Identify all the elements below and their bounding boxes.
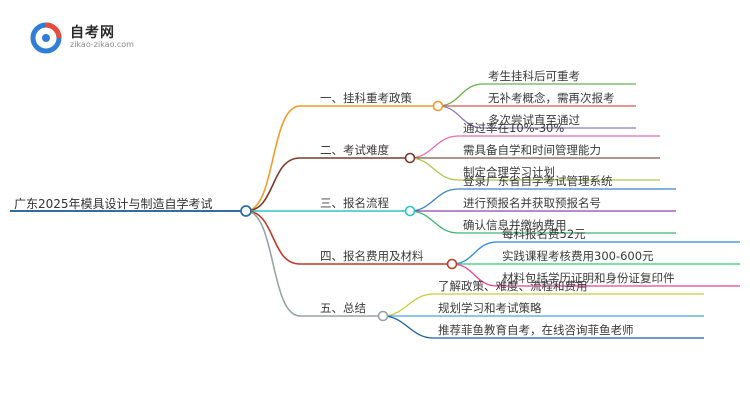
item-connector <box>409 157 459 181</box>
root-node-circle <box>240 205 252 217</box>
leaf-item-label[interactable]: 通过率在10%-30% <box>463 121 565 135</box>
site-logo[interactable]: 自考网 zikao-zikao.com <box>30 20 150 56</box>
leaf-item-label[interactable]: 每科报名费52元 <box>502 227 586 241</box>
item-connector <box>382 293 434 317</box>
leaf-item-label[interactable]: 推荐菲鱼教育自考，在线咨询菲鱼老师 <box>438 323 634 337</box>
item-connector <box>451 241 498 265</box>
logo-subtitle: zikao-zikao.com <box>70 40 134 49</box>
branch-label[interactable]: 四、报名费用及材料 <box>320 249 424 263</box>
leaf-item-label[interactable]: 制定合理学习计划 <box>463 165 555 179</box>
item-connector <box>409 188 459 212</box>
leaf-item-label[interactable]: 材料包括学历证明和身份证复印件 <box>502 271 675 285</box>
branch-node-circle <box>432 100 444 112</box>
branch-connector <box>245 157 301 212</box>
leaf-item-label[interactable]: 考生挂科后可重考 <box>488 69 580 83</box>
root-node-label[interactable]: 广东2025年模具设计与制造自学考试 <box>14 197 213 211</box>
branch-connector <box>245 105 301 212</box>
leaf-item-label[interactable]: 了解政策、难度、流程和费用 <box>438 279 588 293</box>
leaf-item-label[interactable]: 登录广东省自学考试管理系统 <box>463 174 613 188</box>
leaf-item-label[interactable]: 确认信息并缴纳费用 <box>463 218 567 232</box>
branch-label[interactable]: 一、挂科重考政策 <box>320 91 412 105</box>
item-connector <box>451 263 498 287</box>
branch-node-circle <box>446 258 458 270</box>
leaf-item-label[interactable]: 无补考概念，需再次报考 <box>488 91 615 105</box>
branch-connector <box>245 210 301 265</box>
leaf-item-label[interactable]: 进行预报名并获取预报名号 <box>463 196 601 210</box>
leaf-item-label[interactable]: 实践课程考核费用300-600元 <box>502 249 654 263</box>
branch-node-circle <box>404 205 416 217</box>
branch-connector <box>245 210 301 317</box>
branch-node-circle <box>377 310 389 322</box>
branch-label[interactable]: 五、总结 <box>320 301 366 315</box>
leaf-item-label[interactable]: 多次尝试直至通过 <box>488 113 580 127</box>
item-connector <box>382 315 434 339</box>
logo-icon <box>30 22 62 54</box>
logo-title: 自考网 <box>70 25 115 41</box>
item-connector <box>409 135 459 159</box>
branch-label[interactable]: 二、考试难度 <box>320 143 389 157</box>
item-connector <box>437 83 484 107</box>
leaf-item-label[interactable]: 规划学习和考试策略 <box>438 301 542 315</box>
branch-label[interactable]: 三、报名流程 <box>320 196 389 210</box>
leaf-item-label[interactable]: 需具备自学和时间管理能力 <box>463 143 601 157</box>
item-connector <box>437 105 484 129</box>
branch-node-circle <box>404 152 416 164</box>
item-connector <box>409 210 459 234</box>
